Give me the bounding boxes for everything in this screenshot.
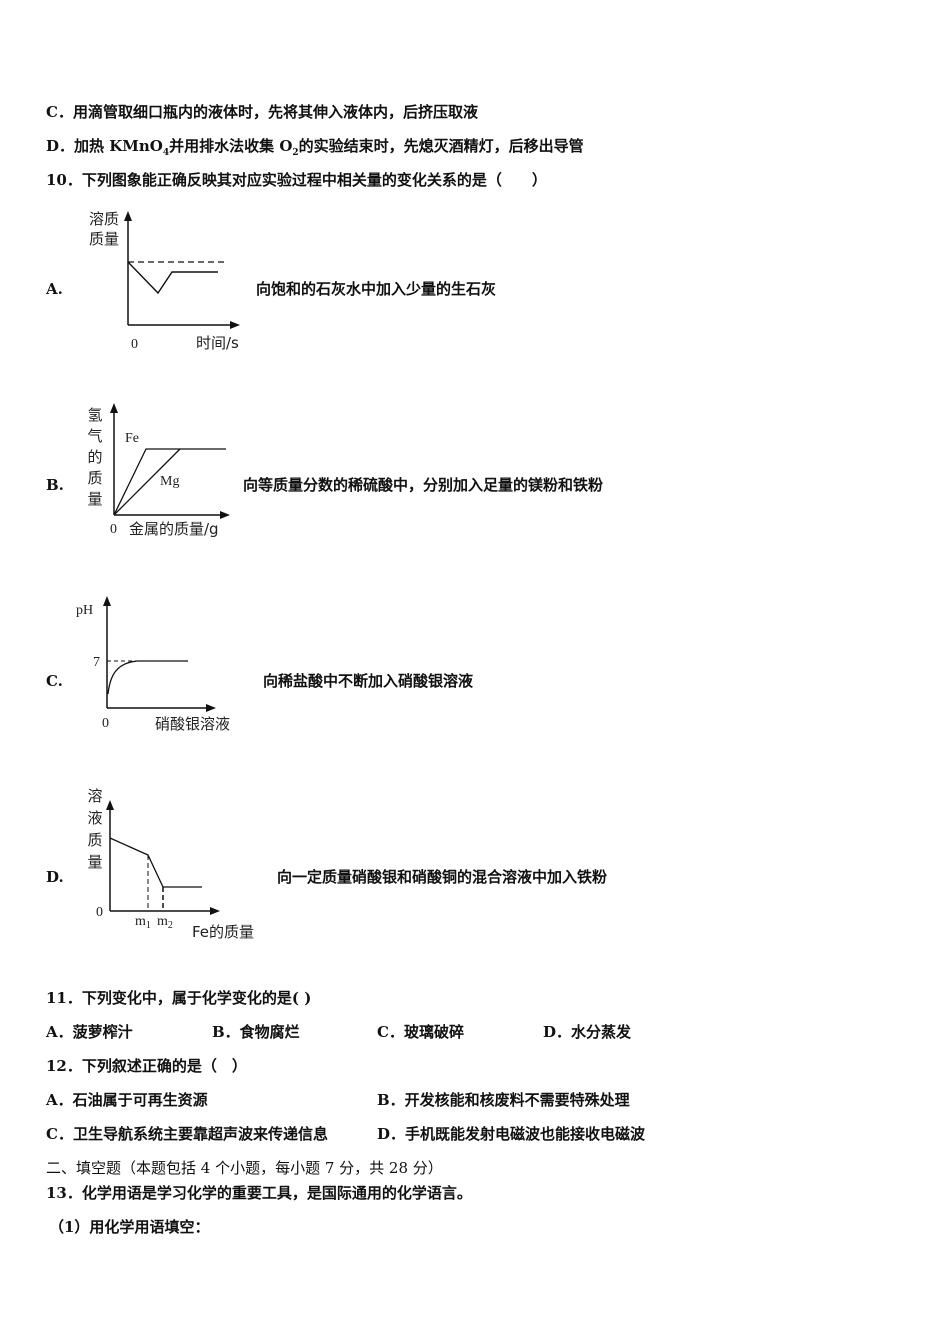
- chart-b-fe-label: Fe: [125, 431, 139, 446]
- chart-c-xlabel: 硝酸银溶液: [155, 715, 230, 733]
- chart-c-origin: 0: [102, 716, 109, 731]
- q9-option-d-mid: 并用排水法收集 O: [169, 137, 293, 155]
- q10-option-c-label: C.: [46, 672, 63, 690]
- q11-option-b: B．食物腐烂: [212, 1023, 300, 1041]
- q12-option-b: B．开发核能和核废料不需要特殊处理: [377, 1091, 630, 1109]
- chart-c-ylabel: pH: [76, 603, 93, 618]
- q10-option-c-desc: 向稀盐酸中不断加入硝酸银溶液: [263, 672, 474, 690]
- q10-option-a-label: A.: [46, 280, 63, 298]
- chart-d-origin: 0: [96, 905, 103, 920]
- q12-option-c: C．卫生导航系统主要靠超声波来传递信息: [46, 1125, 328, 1143]
- chart-b-mg-label: Mg: [160, 474, 179, 489]
- q11-option-d: D．水分蒸发: [543, 1023, 632, 1041]
- q12-stem: 12．下列叙述正确的是（ ）: [46, 1057, 247, 1075]
- q10-option-b-desc: 向等质量分数的稀硫酸中，分别加入足量的镁粉和铁粉: [243, 476, 604, 494]
- chart-d-ylabel: 溶液质量: [87, 787, 103, 871]
- q11-option-a: A．菠萝榨汁: [46, 1023, 133, 1041]
- q9-sub-2: 2: [292, 148, 299, 158]
- chart-c-ytick-7: 7: [93, 655, 100, 670]
- q13-stem: 13．化学用语是学习化学的重要工具，是国际通用的化学语言。: [46, 1184, 472, 1202]
- q9-option-d-post: 的实验结束时，先熄灭酒精灯，后移出导管: [298, 137, 584, 155]
- chart-b-origin: 0: [110, 522, 117, 537]
- section-2-heading: 二、填空题（本题包括 4 个小题，每小题 7 分，共 28 分）: [46, 1159, 443, 1177]
- chart-d-xtick-m1: m1: [135, 914, 151, 931]
- chart-d-xlabel: Fe的质量: [192, 923, 254, 941]
- q10-stem: 10．下列图象能正确反映其对应实验过程中相关量的变化关系的是（ ）: [46, 171, 547, 189]
- q10-option-b-label: B.: [46, 476, 64, 494]
- q13-sub-1: （1）用化学用语填空：: [49, 1218, 210, 1236]
- chart-d-xtick-m2: m2: [157, 914, 173, 931]
- q11-stem: 11．下列变化中，属于化学变化的是( ): [46, 989, 312, 1007]
- q12-option-d: D．手机既能发射电磁波也能接收电磁波: [377, 1125, 646, 1143]
- q9-option-c: C．用滴管取细口瓶内的液体时，先将其伸入液体内，后挤压取液: [46, 103, 478, 121]
- q10-option-a-desc: 向饱和的石灰水中加入少量的生石灰: [256, 280, 497, 298]
- chart-b-xlabel: 金属的质量/g: [129, 520, 219, 538]
- chart-a-origin: 0: [131, 337, 138, 352]
- q9-sub-4: 4: [162, 148, 170, 158]
- q9-option-d: D．加热 KMnO4并用排水法收集 O2的实验结束时，先熄灭酒精灯，后移出导管: [46, 136, 584, 163]
- q11-option-c: C．玻璃破碎: [377, 1023, 464, 1041]
- q10-option-d-label: D.: [46, 868, 64, 886]
- q9-option-d-pre: D．加热 KMnO: [46, 137, 163, 155]
- q10-option-d-desc: 向一定质量硝酸银和硝酸铜的混合溶液中加入铁粉: [277, 868, 608, 886]
- chart-b-ylabel: 氢气的质量: [87, 406, 103, 508]
- chart-a-ylabel: 溶质质量: [88, 210, 119, 248]
- chart-a-xlabel: 时间/s: [196, 334, 239, 352]
- q12-option-a: A．石油属于可再生资源: [46, 1091, 208, 1109]
